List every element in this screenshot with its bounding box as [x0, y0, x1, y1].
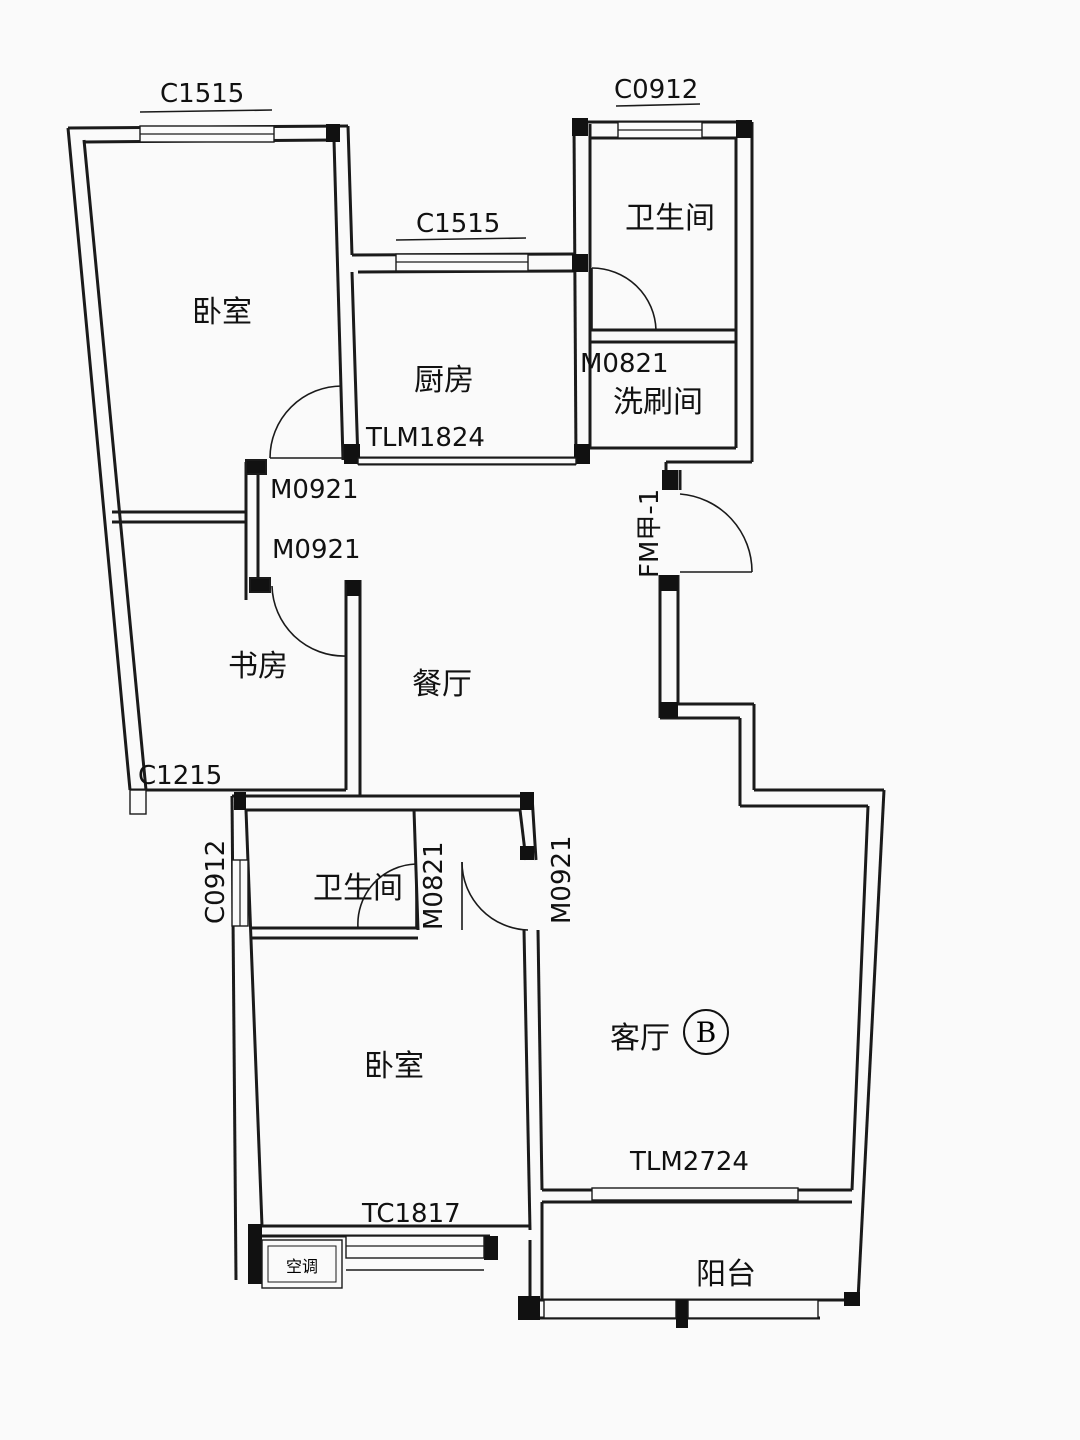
room-bedroom-bottom: 卧室 — [364, 1049, 424, 1084]
ac-unit-box: 空调 — [261, 1239, 343, 1289]
code-window-bathroom-top: C0912 — [614, 75, 698, 105]
code-window-bath-mid: C0912 — [201, 840, 231, 924]
code-door-kitchen: TLM1824 — [365, 423, 485, 453]
room-balcony: 阳台 — [696, 1257, 756, 1292]
code-door-living: TLM2724 — [629, 1147, 749, 1177]
code-door-bedroom-top: M0921 — [270, 475, 359, 505]
room-bathroom-top: 卫生间 — [625, 201, 715, 236]
unit-marker-letter: B — [696, 1016, 717, 1049]
code-window-bedroom-bottom: TC1817 — [361, 1199, 461, 1229]
ac-label: 空调 — [286, 1257, 318, 1276]
code-door-bedroom-bottom: M0921 — [547, 835, 577, 924]
room-living: 客厅 — [610, 1021, 670, 1056]
code-window-bedroom-top: C1515 — [160, 79, 244, 109]
room-bedroom-top: 卧室 — [192, 295, 252, 330]
structural-columns — [234, 118, 860, 1328]
room-kitchen: 厨房 — [414, 363, 474, 398]
room-study: 书房 — [228, 649, 288, 684]
code-door-bath-mid: M0821 — [419, 841, 449, 930]
code-door-study: M0921 — [272, 535, 361, 565]
room-labels: 卧室 厨房 卫生间 洗刷间 书房 餐厅 卫生间 卧室 客厅 阳台 — [192, 201, 756, 1292]
code-entry-door: FM甲-1 — [635, 489, 665, 578]
code-window-kitchen: C1515 — [416, 209, 500, 239]
room-wash-room: 洗刷间 — [613, 385, 703, 420]
room-dining: 餐厅 — [412, 667, 472, 702]
code-window-study: C1215 — [138, 761, 222, 791]
room-bathroom-mid: 卫生间 — [313, 871, 403, 906]
unit-marker: B — [683, 1009, 729, 1055]
windows — [129, 103, 819, 1319]
doors — [269, 267, 753, 931]
code-labels: C1515 C1515 C0912 M0821 TLM1824 M0921 M0… — [138, 75, 749, 1229]
code-door-bath-top: M0821 — [580, 349, 669, 379]
